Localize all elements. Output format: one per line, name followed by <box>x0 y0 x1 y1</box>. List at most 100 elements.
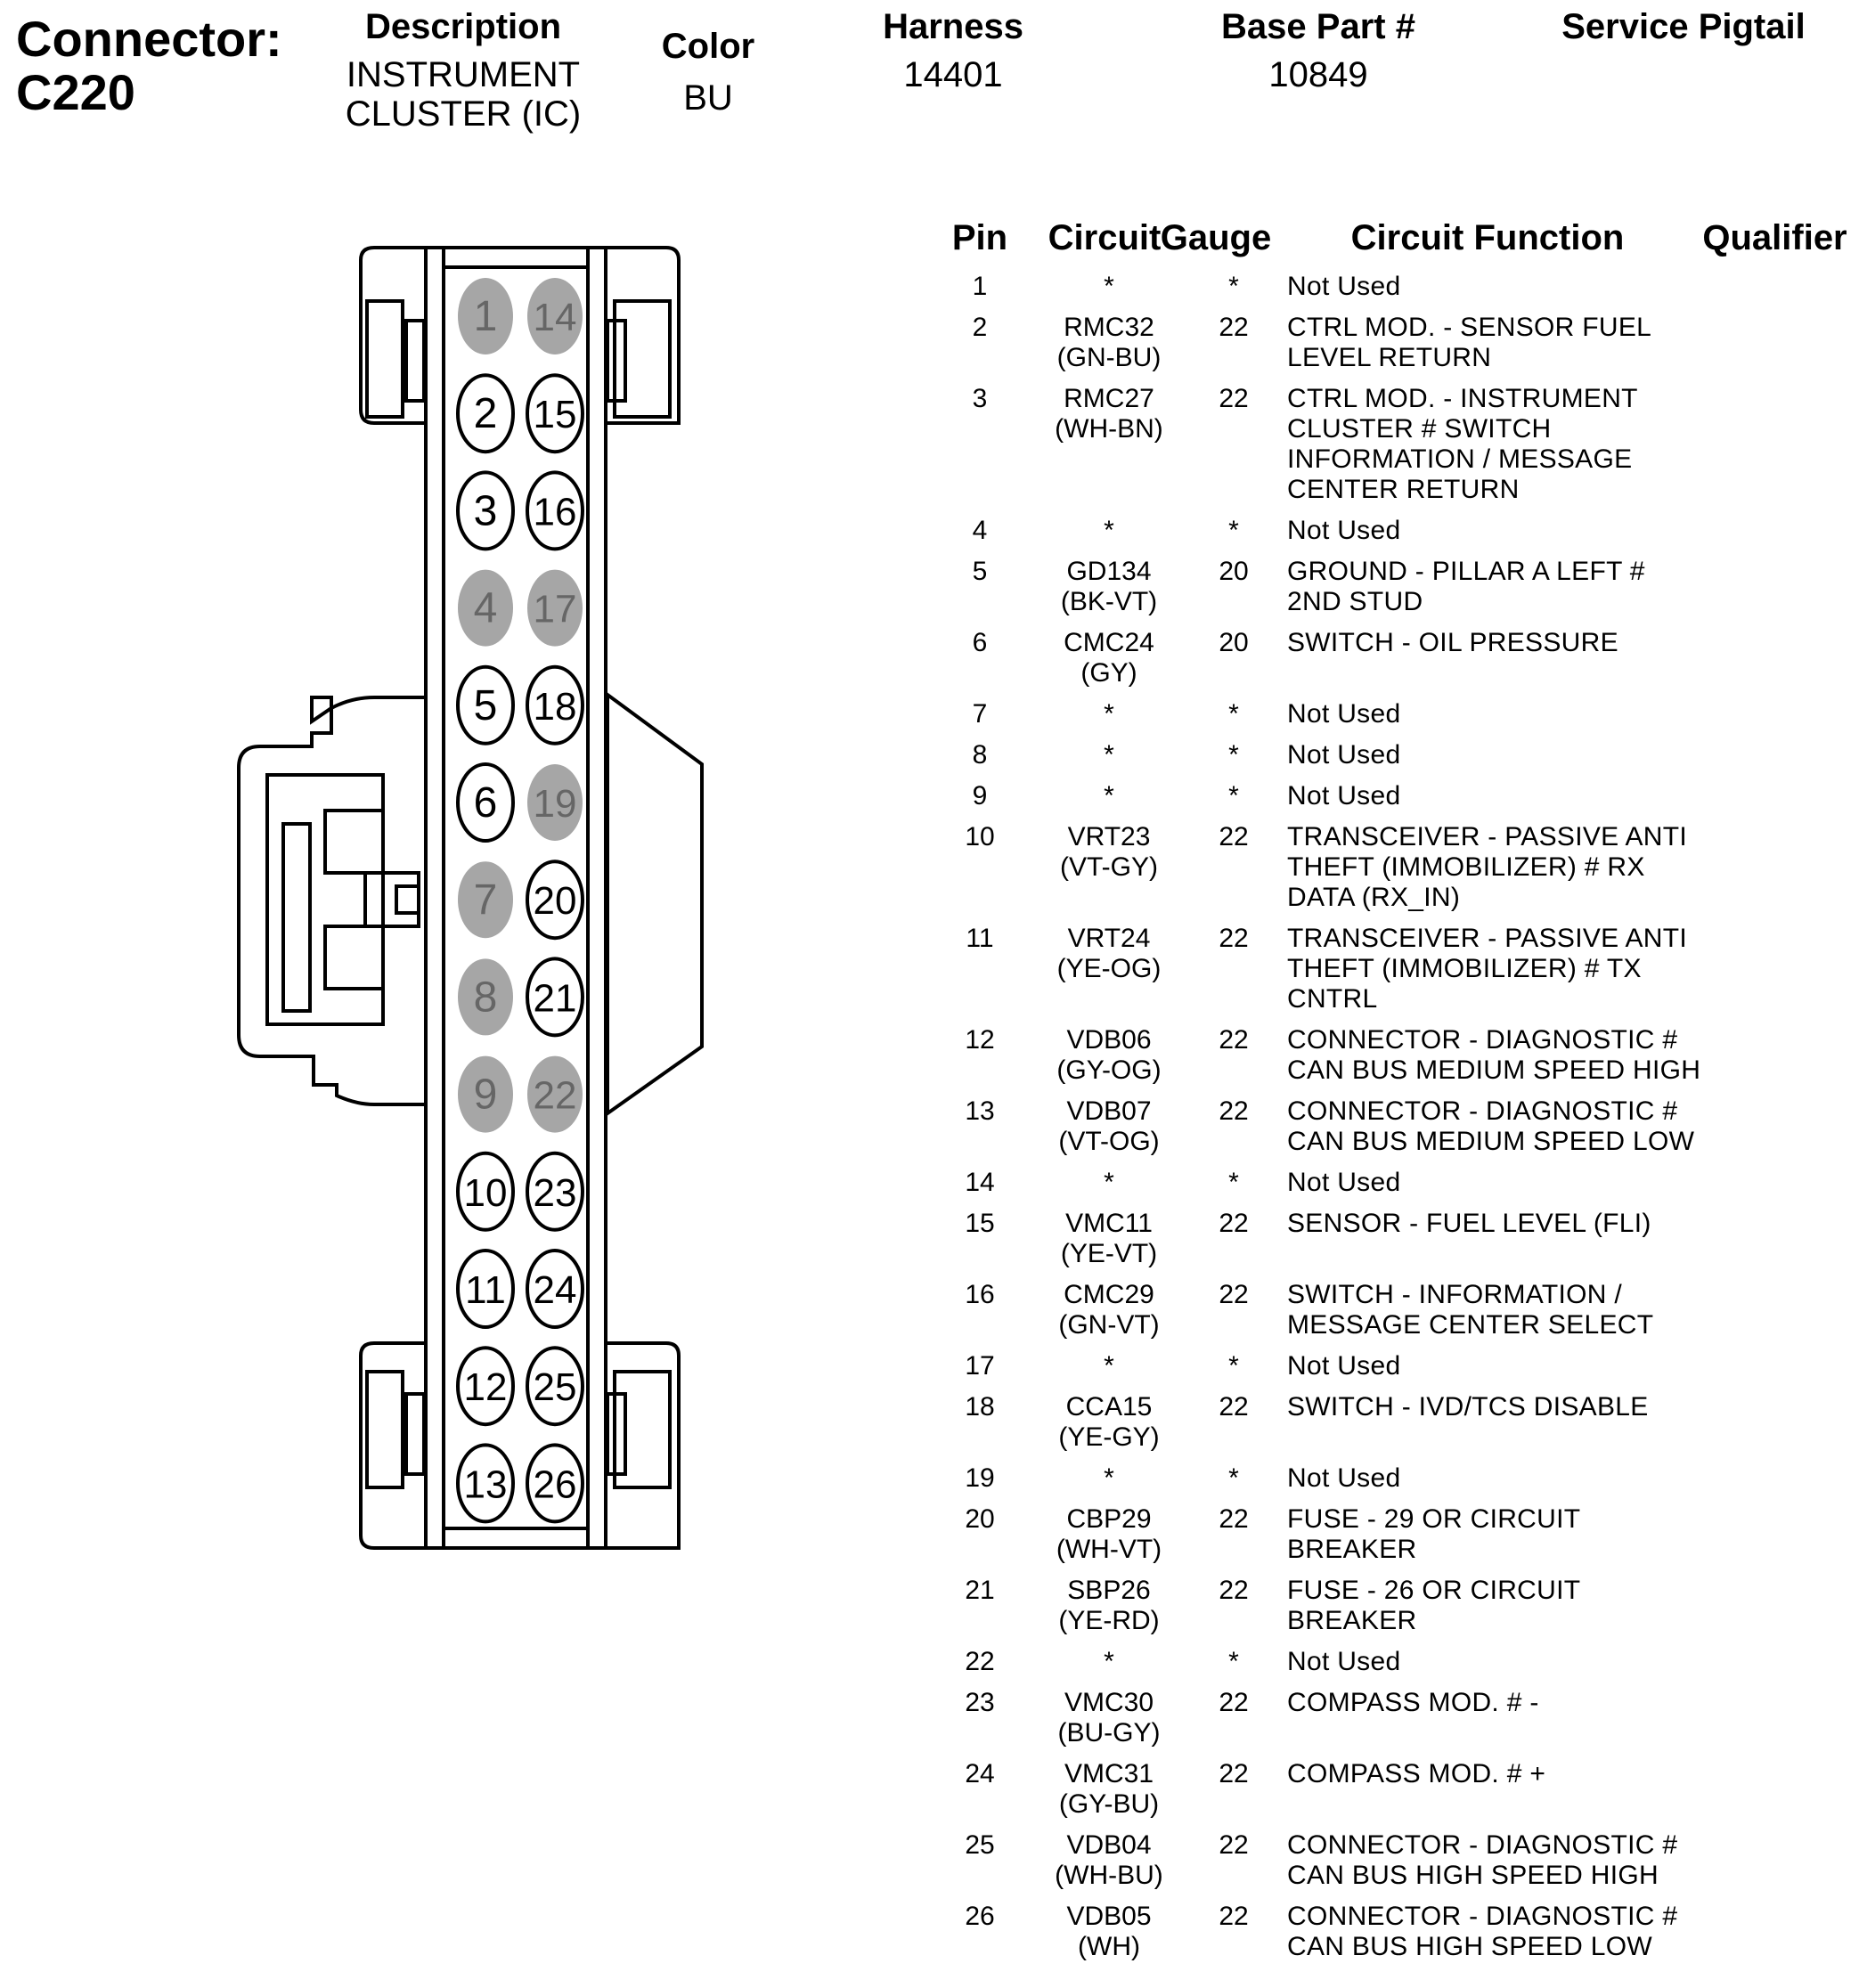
pin-cavity: 24 <box>526 1249 584 1329</box>
column-header-circuit: Circuit <box>1048 218 1162 257</box>
wire-gauge: 22 <box>1219 1830 1249 1860</box>
unused-pin-circle <box>458 861 513 939</box>
table-row: 9**Not Used <box>949 781 1857 811</box>
pin-number: 6 <box>972 628 988 657</box>
pin-label: 25 <box>534 1365 577 1409</box>
circuit-id: VMC31 (GY-BU) <box>1058 1759 1160 1819</box>
circuit-function: Not Used <box>1287 1351 1401 1381</box>
pin-label: 26 <box>534 1462 577 1506</box>
pin-cavity: 13 <box>456 1443 515 1524</box>
circuit-function: Not Used <box>1287 1647 1401 1676</box>
column-header-pin: Pin <box>951 218 1008 257</box>
circuit-function: SWITCH - OIL PRESSURE <box>1287 628 1618 657</box>
pin-cavity: 5 <box>456 664 515 746</box>
used-pin-circle <box>526 1151 584 1232</box>
color-label: Color <box>661 27 755 66</box>
pin-number: 7 <box>972 699 988 729</box>
pin-label: 4 <box>474 585 498 632</box>
pin-number: 1 <box>972 272 988 301</box>
circuit-function: SWITCH - IVD/TCS DISABLE <box>1287 1392 1649 1422</box>
wire-gauge: 22 <box>1219 1759 1249 1788</box>
pin-label: 19 <box>534 782 577 826</box>
pin-label: 2 <box>474 390 498 437</box>
table-row: 1**Not Used <box>949 272 1857 302</box>
connector-details <box>265 249 672 1546</box>
pin-number: 18 <box>965 1392 995 1422</box>
pin-label: 1 <box>474 293 498 340</box>
table-row: 19**Not Used <box>949 1463 1857 1494</box>
pin-label: 6 <box>474 779 498 827</box>
pin-cavity: 16 <box>526 470 584 551</box>
pin-label: 11 <box>465 1268 506 1312</box>
pin-number: 17 <box>965 1351 995 1381</box>
table-row: 14**Not Used <box>949 1168 1857 1198</box>
circuit-function: Not Used <box>1287 1168 1401 1197</box>
circuit-function: CONNECTOR - DIAGNOSTIC # CAN BUS MEDIUM … <box>1287 1096 1695 1156</box>
pin-cavities: 1234567891011121314151617181920212223242… <box>456 278 584 1524</box>
pin-cavity: 2 <box>456 373 515 454</box>
circuit-function: COMPASS MOD. # - <box>1287 1688 1539 1717</box>
pin-cavity: 25 <box>526 1346 584 1427</box>
wire-gauge: * <box>1228 699 1239 729</box>
pin-cavity: 6 <box>456 762 515 843</box>
wire-gauge: 22 <box>1219 1025 1249 1055</box>
pin-number: 21 <box>965 1576 995 1605</box>
pin-label: 9 <box>474 1071 498 1119</box>
used-pin-circle <box>456 762 515 843</box>
circuit-id: VRT23 (VT-GY) <box>1060 822 1158 882</box>
wire-gauge: * <box>1228 1168 1239 1197</box>
circuit-id: RMC32 (GN-BU) <box>1056 313 1162 372</box>
used-pin-circle <box>456 1346 515 1427</box>
pin-cavity: 8 <box>458 958 513 1036</box>
connector-housing <box>237 246 704 1550</box>
pin-number: 19 <box>965 1463 995 1493</box>
base-part-label: Base Part # <box>1221 7 1415 46</box>
pin-label: 12 <box>464 1365 508 1409</box>
circuit-function: TRANSCEIVER - PASSIVE ANTI THEFT (IMMOBI… <box>1287 924 1688 1014</box>
circuit-id: VDB04 (WH-BU) <box>1055 1830 1163 1890</box>
circuit-function: SWITCH - INFORMATION / MESSAGE CENTER SE… <box>1287 1280 1654 1340</box>
unused-pin-circle <box>458 1055 513 1133</box>
pin-label: 7 <box>474 876 498 924</box>
circuit-function: Not Used <box>1287 272 1401 301</box>
pin-number: 5 <box>972 557 988 586</box>
pin-label: 13 <box>464 1462 508 1506</box>
connector-face-diagram: 1234567891011121314151617181920212223242… <box>237 246 704 1550</box>
used-pin-circle <box>526 860 584 941</box>
pin-cavity: 22 <box>527 1055 583 1133</box>
wire-gauge: 22 <box>1219 1576 1249 1605</box>
wire-gauge: * <box>1228 740 1239 770</box>
column-header-gauge: Gauge <box>1160 218 1272 257</box>
wire-gauge: 20 <box>1219 628 1249 657</box>
table-row: 6 CMC24 (GY) 20 SWITCH - OIL PRESSURE <box>949 628 1857 688</box>
wire-gauge: 22 <box>1219 1688 1249 1717</box>
pin-label: 24 <box>534 1268 577 1312</box>
wire-gauge: 22 <box>1219 924 1249 953</box>
pin-label: 10 <box>464 1171 508 1215</box>
pin-number: 20 <box>965 1504 995 1534</box>
pin-number: 2 <box>972 313 988 342</box>
circuit-function: TRANSCEIVER - PASSIVE ANTI THEFT (IMMOBI… <box>1287 822 1688 912</box>
pin-cavity: 17 <box>527 569 583 647</box>
wire-gauge: 22 <box>1219 1392 1249 1422</box>
wire-gauge: * <box>1228 1351 1239 1381</box>
base-part-value: 10849 <box>1268 55 1368 94</box>
wire-gauge: * <box>1228 516 1239 545</box>
unused-pin-circle <box>527 278 583 354</box>
pin-label: 8 <box>474 974 498 1021</box>
pin-number: 22 <box>965 1647 995 1676</box>
circuit-id: CCA15 (YE-GY) <box>1058 1392 1160 1452</box>
used-pin-circle <box>456 664 515 746</box>
column-header-qualifier: Qualifier <box>1702 218 1847 257</box>
circuit-function: Not Used <box>1287 516 1401 545</box>
pin-number: 9 <box>972 781 988 811</box>
wire-gauge: 22 <box>1219 313 1249 342</box>
circuit-id: CMC24 (GY) <box>1064 628 1154 688</box>
